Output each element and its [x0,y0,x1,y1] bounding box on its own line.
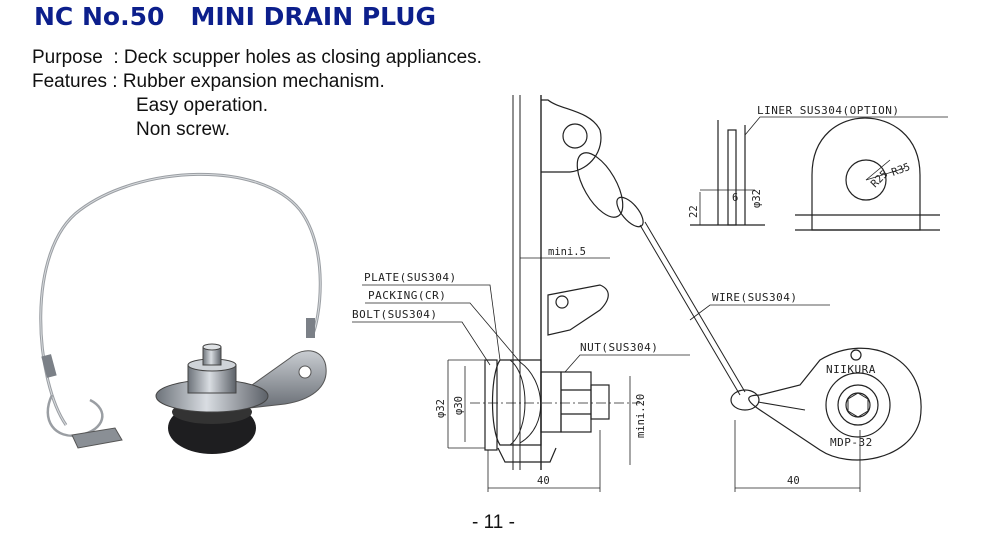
label-liner: LINER SUS304(OPTION) [757,104,899,117]
mount-detail [690,117,940,231]
dim-6: 6 [732,192,738,204]
dim-40-right: 40 [787,475,800,487]
feature-2: Easy operation. [136,95,269,116]
dim-d32-detail: φ32 [751,189,763,208]
purpose-label: Purpose : [32,47,119,68]
label-wire: WIRE(SUS304) [712,291,797,304]
section-dimensions [352,257,861,492]
dim-d30: φ30 [453,396,465,415]
dim-r35: R35 [890,161,912,179]
dim-40-left: 40 [537,475,550,487]
wire-sleeve-right [306,318,315,338]
page-title: NC No.50 MINI DRAIN PLUG [34,2,437,31]
label-bolt: BOLT(SUS304) [352,308,437,321]
dim-mini20: mini.20 [635,394,647,438]
label-packing: PACKING(CR) [368,289,446,302]
feature-3: Non screw. [136,119,230,140]
wire-loop [46,394,104,438]
label-nut: NUT(SUS304) [580,341,658,354]
purpose-row: Purpose : Deck scupper holes as closing … [32,46,482,70]
feature-1: Rubber expansion mechanism. [122,71,385,92]
features-row: Features : Rubber expansion mechanism. [32,70,482,94]
product-photo [39,172,327,454]
label-model: MDP-32 [830,436,873,449]
tail-tab [71,427,123,449]
section-drawing [470,95,746,470]
plug-top-view [730,347,922,461]
spec-block: Purpose : Deck scupper holes as closing … [32,46,482,142]
dim-d32: φ32 [435,399,447,418]
page-number: - 11 - [472,512,515,533]
dim-r25: R25 [869,168,891,190]
label-plate: PLATE(SUS304) [364,271,457,284]
dim-22: 22 [688,205,700,218]
purpose-text: Deck scupper holes as closing appliances… [123,47,482,68]
mount-detail-dims [699,116,948,225]
features-label: Features : [32,71,118,92]
label-brand: NIIKURA [826,363,876,376]
wire-sleeve-left [41,354,57,378]
dim-mini5: mini.5 [548,246,586,258]
